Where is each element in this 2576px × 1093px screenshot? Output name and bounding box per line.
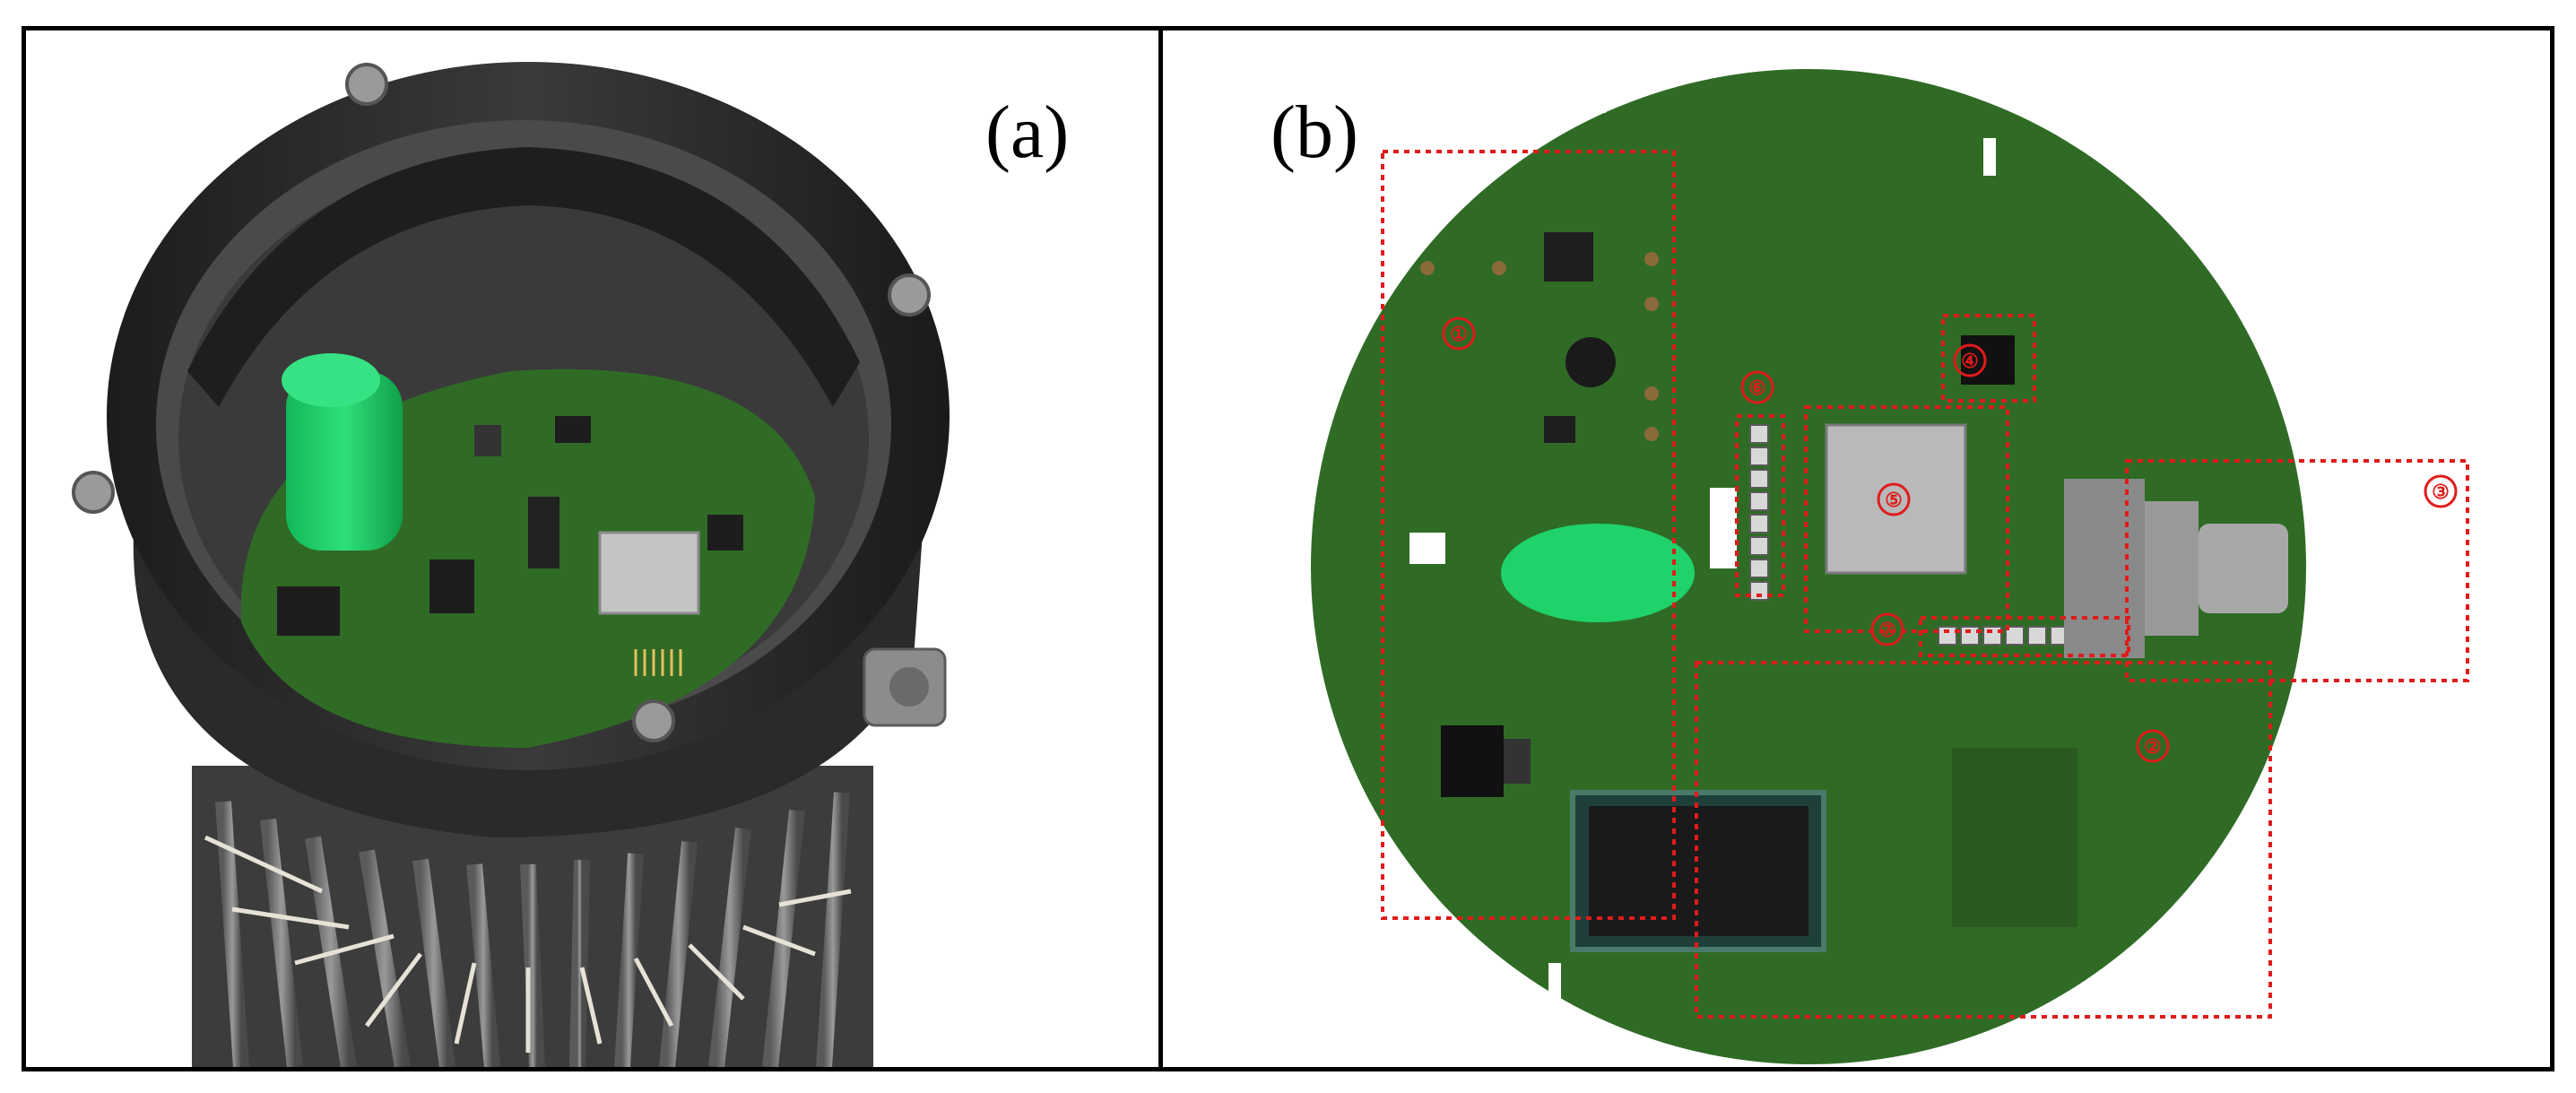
screws — [72, 63, 931, 742]
box-4 — [1941, 314, 2036, 403]
panel-a-label: (a) — [985, 91, 1070, 174]
header-6 — [1749, 424, 1769, 601]
heatsink — [192, 766, 873, 1067]
enclosure-render — [72, 62, 950, 1067]
markers — [1442, 317, 2458, 763]
panel-b: ① ② ③ ④ ⑤ ⑥ ⑦ (b) — [1163, 30, 2550, 1067]
highlight-boxes — [1381, 150, 2469, 1019]
pcb-top-view: ① ② ③ ④ ⑤ ⑥ ⑦ — [1311, 68, 2469, 1064]
box-6 — [1735, 414, 1785, 597]
marker-1: ① — [1450, 323, 1468, 345]
panel-b-label: (b) — [1271, 91, 1358, 174]
marker-4: ④ — [1961, 350, 1979, 372]
marker-2: ② — [2144, 735, 2162, 758]
box-2 — [1695, 661, 2272, 1019]
power-section — [1409, 232, 1695, 797]
mcu-chip — [1825, 423, 1967, 575]
panel-divider — [1158, 26, 1163, 1071]
marker-5: ⑤ — [1885, 489, 1903, 511]
marker-7: ⑦ — [1878, 619, 1896, 641]
box-7 — [1919, 616, 2130, 657]
battery-pad — [1501, 524, 1695, 622]
marker-3: ③ — [2432, 481, 2450, 503]
connector-3 — [2064, 479, 2288, 658]
side-connector — [863, 647, 947, 727]
battery-3d — [282, 353, 403, 551]
panel-a: (a) — [26, 30, 1158, 1067]
via-grid — [1952, 748, 2077, 927]
box-1 — [1381, 150, 1676, 920]
marker-6: ⑥ — [1748, 377, 1766, 399]
box-5 — [1804, 405, 2009, 633]
